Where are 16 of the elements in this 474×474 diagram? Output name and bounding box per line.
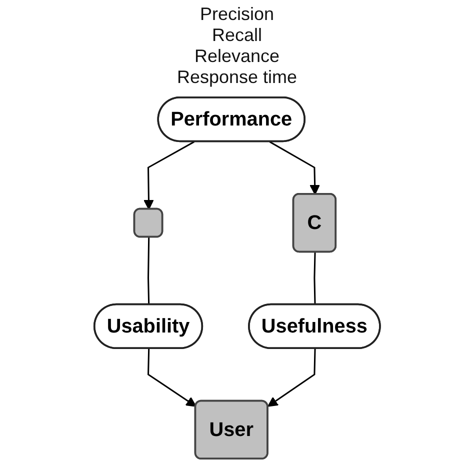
arrow [269,141,320,195]
rounded-box: C [292,192,336,253]
metric-label: Recall [210,25,264,46]
arrow [143,141,194,210]
arrow [267,348,316,407]
connector-line [147,237,150,305]
metric-label: Precision [198,4,276,25]
metric-label: Response time [176,67,298,88]
ellipse-node: Performance [157,96,306,142]
metric-label: Relevance [193,46,281,67]
ellipse-node: Usability [93,303,203,350]
arrow [147,348,196,407]
ellipse-node: Usefulness [248,303,381,350]
rounded-box [133,208,164,238]
connector-line [314,252,316,305]
rounded-box: User [194,400,268,460]
